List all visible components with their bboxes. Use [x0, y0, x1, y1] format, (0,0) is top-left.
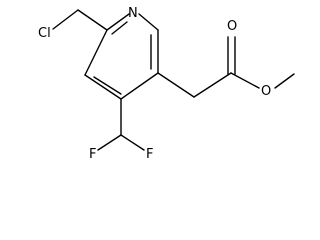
atom-f-right-label: F	[146, 147, 153, 158]
atom-carbonyl-o-label: O	[227, 19, 237, 34]
atom-f-left-label: F	[89, 147, 96, 158]
bond-c6-ch2	[77, 9, 108, 31]
bond-n-c6	[106, 13, 130, 31]
bond-ch2-cl	[52, 9, 79, 30]
atom-n-label: N	[128, 6, 138, 21]
bond-chf2-f-left	[97, 134, 122, 151]
bond-c3-ch2	[157, 72, 195, 98]
bond-c4-c3	[120, 72, 159, 100]
bond-ch2-carbonyl	[193, 72, 232, 98]
bond-c5-c4-inner	[93, 76, 122, 95]
atom-labels: N Cl F F O O	[38, 6, 271, 158]
bond-carbonyl-ester-o	[230, 72, 260, 89]
bond-c6-c5	[84, 29, 108, 76]
bond-c5-c4	[84, 74, 122, 100]
bond-n-c2	[138, 13, 159, 31]
atom-cl-label: Cl	[38, 26, 51, 41]
bonds	[52, 9, 295, 151]
atom-ester-o-label: O	[261, 84, 271, 99]
bond-n-c6-inner	[111, 21, 128, 35]
molecule-structure: N Cl F F O O	[38, 6, 295, 158]
bond-chf2-f-right	[120, 134, 145, 151]
bond-ester-o-methyl	[274, 73, 295, 89]
